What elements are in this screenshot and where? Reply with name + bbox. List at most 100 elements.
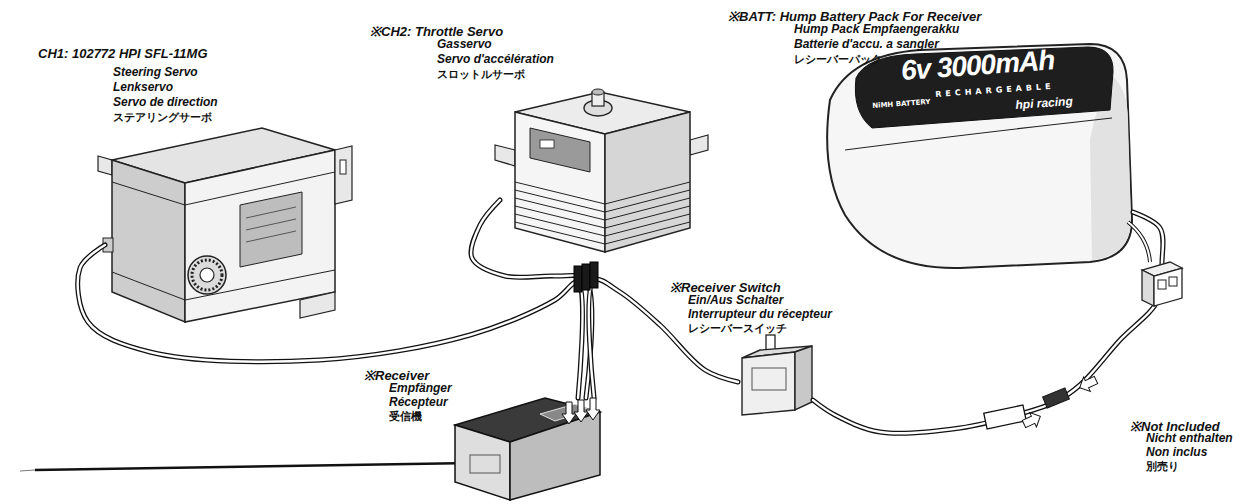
rib [515, 222, 605, 244]
caption-line: Lenkservo [113, 80, 173, 94]
sticker-box [540, 140, 554, 148]
caption-japanese: レシーバーパック [794, 52, 882, 67]
servo-wire [813, 212, 1163, 433]
component-node: ※ReceiverEmpfängerRécepteur受信機 [440, 398, 602, 502]
caption-japanese: 受信機 [389, 409, 422, 424]
antenna-tip [20, 470, 35, 471]
plug-arrow [1021, 409, 1044, 431]
battery-lead [1128, 222, 1150, 262]
caption-line: Empfänger [389, 381, 452, 395]
wire-core [471, 200, 592, 398]
servo-wire [78, 245, 583, 398]
receiver-side [510, 412, 600, 500]
case-seam [112, 272, 185, 300]
rib [605, 222, 690, 244]
caption-japanese: スロットルサーボ [437, 67, 525, 82]
mount-tab [335, 146, 352, 204]
servo-plug [582, 264, 590, 290]
caption-line: Servo d'accélération [437, 52, 554, 66]
servo-end [112, 160, 185, 322]
servo-front [185, 150, 335, 322]
battery-plug [1043, 388, 1070, 408]
steering-servo [98, 128, 352, 322]
receiver [455, 398, 600, 500]
battery-lead [1128, 222, 1150, 262]
component-node: ※Receiver SwitchEin/Aus SchalterInterrup… [738, 342, 813, 412]
mount-tab [300, 292, 335, 318]
caption-japanese: レシーバースイッチ [688, 321, 787, 336]
note-text: Non inclus [1146, 445, 1207, 459]
wire-outline [813, 212, 1163, 433]
wire-outline [78, 245, 583, 398]
antenna-wire [35, 463, 472, 470]
caption-heading: ※Receiver Switch [670, 278, 781, 296]
caption-line: Interrupteur du récepteur [688, 307, 832, 321]
sticker-line [246, 207, 296, 218]
battery-body [827, 44, 1132, 268]
caption-line: Gasservo [437, 37, 492, 51]
wire-outline [589, 279, 738, 398]
wire-core [589, 279, 738, 398]
receiver-switch [742, 335, 812, 415]
caption-line: Ein/Aus Schalter [688, 293, 783, 307]
receiver-panel [470, 455, 500, 473]
servo-sticker [530, 128, 590, 172]
note-text: Nicht enthalten [1146, 431, 1233, 445]
capacity-print: 6v 3000mAh [900, 45, 1055, 86]
insert-arrow [562, 402, 576, 424]
heatsink-ribs [515, 182, 690, 244]
insert-arrow [574, 400, 588, 422]
component-node: CH1: 102772 HPI SFL-11MGSteering ServoLe… [105, 125, 335, 330]
caption-heading: CH1: 102772 HPI SFL-11MG [38, 46, 208, 61]
servo-plug [590, 262, 598, 288]
switch-panel [752, 368, 786, 390]
connector-art [562, 262, 1182, 431]
caption-line: Servo de direction [113, 95, 218, 109]
plug-arrow [1076, 373, 1099, 395]
note-text: 別売り [1146, 459, 1179, 474]
gear-hub [200, 268, 214, 282]
component-node: ※CH2: Throttle ServoGasservoServo d'accé… [500, 85, 695, 255]
mount-tab [495, 145, 515, 166]
servo-plug [574, 266, 582, 292]
servo-front [515, 112, 605, 252]
servo-wire [471, 200, 592, 398]
switch-plug [984, 405, 1026, 429]
mount-tab [690, 135, 708, 155]
wire-core [813, 212, 1163, 433]
connector-hole [1158, 280, 1166, 289]
servo-wire [589, 279, 738, 398]
receiver-front [455, 425, 510, 500]
switch-front [742, 352, 795, 415]
mount-slot [340, 160, 346, 174]
wire-outline [471, 200, 592, 398]
component-node: ※BATT: Hump Battery Pack For ReceiverHum… [818, 42, 1133, 270]
insert-arrow [586, 398, 600, 420]
caption-heading: ※CH2: Throttle Servo [370, 22, 503, 40]
gear-teeth [192, 260, 222, 290]
mount-tab [98, 156, 112, 175]
caption-line: Hump Pack Empfaengerakku [794, 22, 959, 36]
caption-japanese: ステアリングサーボ [113, 110, 212, 125]
caption-line: Steering Servo [113, 65, 198, 79]
caption-heading: ※Receiver [364, 366, 429, 384]
battery-label [855, 47, 1113, 128]
case-seam [112, 182, 185, 205]
switch-side [795, 346, 812, 410]
battery-print: RECHARGEABLE [935, 82, 1055, 100]
wire-layer [78, 200, 1163, 433]
caption-line: Batterie d'accu. a sangler [794, 37, 939, 51]
battery-pack [827, 44, 1150, 268]
connector-hole [1169, 277, 1177, 286]
sticker-line [246, 219, 296, 230]
wire-core [78, 245, 583, 398]
sticker-line [246, 231, 296, 242]
throttle-servo [495, 89, 708, 252]
battery-connector-side [1142, 270, 1154, 306]
output-spline [592, 89, 604, 95]
battery-print: NiMH BATTERY [872, 98, 931, 111]
case-seam [185, 172, 335, 205]
output-gear [188, 256, 226, 294]
